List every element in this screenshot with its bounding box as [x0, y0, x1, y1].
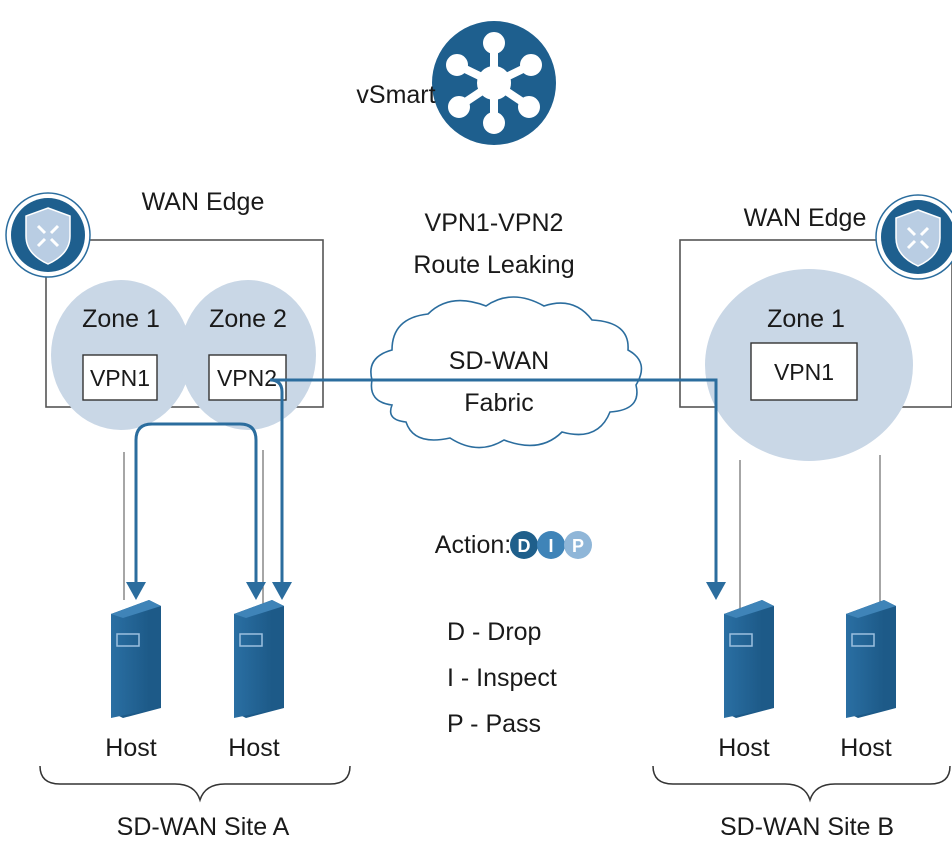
action-badge-pass-letter: P — [572, 536, 584, 556]
site-a-brace — [39, 765, 351, 803]
site-a-vpn1-box — [82, 354, 158, 401]
flow-vpn2-to-host — [269, 378, 284, 584]
legend-pass: P - Pass — [447, 710, 541, 738]
host-label: Host — [105, 734, 156, 762]
site-a-wan-edge: WAN Edge Zone 1 Zone 2 VPN1 VPN2 — [5, 188, 324, 430]
action-badge-inspect — [537, 531, 565, 559]
host-label: Host — [228, 734, 279, 762]
host-label: Host — [840, 734, 891, 762]
action-badge-inspect-letter: I — [548, 536, 553, 556]
legend-drop: D - Drop — [447, 618, 541, 646]
legend-inspect: I - Inspect — [447, 664, 557, 692]
route-leaking: VPN1-VPN2 Route Leaking — [413, 209, 574, 279]
route-leaking-line1: VPN1-VPN2 — [425, 209, 564, 237]
site-a-zone-2-label: Zone 2 — [209, 305, 287, 333]
hub-network-icon — [446, 32, 542, 134]
site-b-host-2: Host — [840, 600, 896, 762]
vsmart: vSmart — [356, 21, 556, 145]
fabric-line1: SD-WAN — [449, 347, 549, 375]
shield-router-icon — [895, 209, 941, 267]
site-a-vpn1-label: VPN1 — [90, 365, 150, 391]
host-links — [123, 450, 881, 610]
site-a-wan-edge-box — [45, 239, 324, 408]
site-b-router — [875, 194, 952, 280]
sd-wan-fabric: SD-WAN Fabric — [370, 296, 643, 449]
action-badge-drop — [510, 531, 538, 559]
arrowhead — [272, 582, 292, 600]
site-b-host-1: Host — [718, 600, 774, 762]
vsmart-label: vSmart — [356, 81, 435, 109]
site-a-zone-1-label: Zone 1 — [82, 305, 160, 333]
server-icon — [846, 600, 896, 718]
shield-router-icon — [25, 207, 71, 265]
site-a-host-1: Host — [105, 600, 161, 762]
action-badge-drop-letter: D — [518, 536, 531, 556]
site-b-vpn1-label: VPN1 — [774, 359, 834, 385]
site-b-brace — [652, 765, 951, 803]
action-legend: Action: D I P D - Drop I - Inspect P - P… — [435, 531, 592, 738]
site-a-vpn2-label: VPN2 — [217, 365, 277, 391]
site-b-vpn1-box — [750, 342, 858, 401]
action-label: Action: — [435, 531, 511, 559]
arrowhead — [126, 582, 146, 600]
site-a-label: SD-WAN Site A — [117, 813, 290, 841]
host-label: Host — [718, 734, 769, 762]
site-b-label: SD-WAN Site B — [720, 813, 894, 841]
arrowhead — [246, 582, 266, 600]
flow-vpn2-to-site-b — [270, 378, 718, 584]
action-badge-pass — [564, 531, 592, 559]
server-icon — [234, 600, 284, 718]
arrowhead — [706, 582, 726, 600]
fabric-line2: Fabric — [464, 389, 533, 417]
site-b-wan-edge: WAN Edge Zone 1 VPN1 — [679, 194, 952, 461]
cloud-icon — [370, 296, 643, 449]
flow-local-loop — [134, 422, 258, 584]
traffic-flows — [134, 378, 718, 584]
flow-arrowheads — [126, 582, 726, 600]
site-a-wan-edge-label: WAN Edge — [142, 188, 265, 216]
site-a-router — [5, 192, 91, 278]
server-icon — [111, 600, 161, 718]
server-icon — [724, 600, 774, 718]
site-a-host-2: Host — [228, 600, 284, 762]
site-b-wan-edge-label: WAN Edge — [744, 204, 867, 232]
route-leaking-line2: Route Leaking — [413, 251, 574, 279]
site-b-zone-1-label: Zone 1 — [767, 305, 845, 333]
site-a-vpn2-box — [208, 354, 287, 401]
